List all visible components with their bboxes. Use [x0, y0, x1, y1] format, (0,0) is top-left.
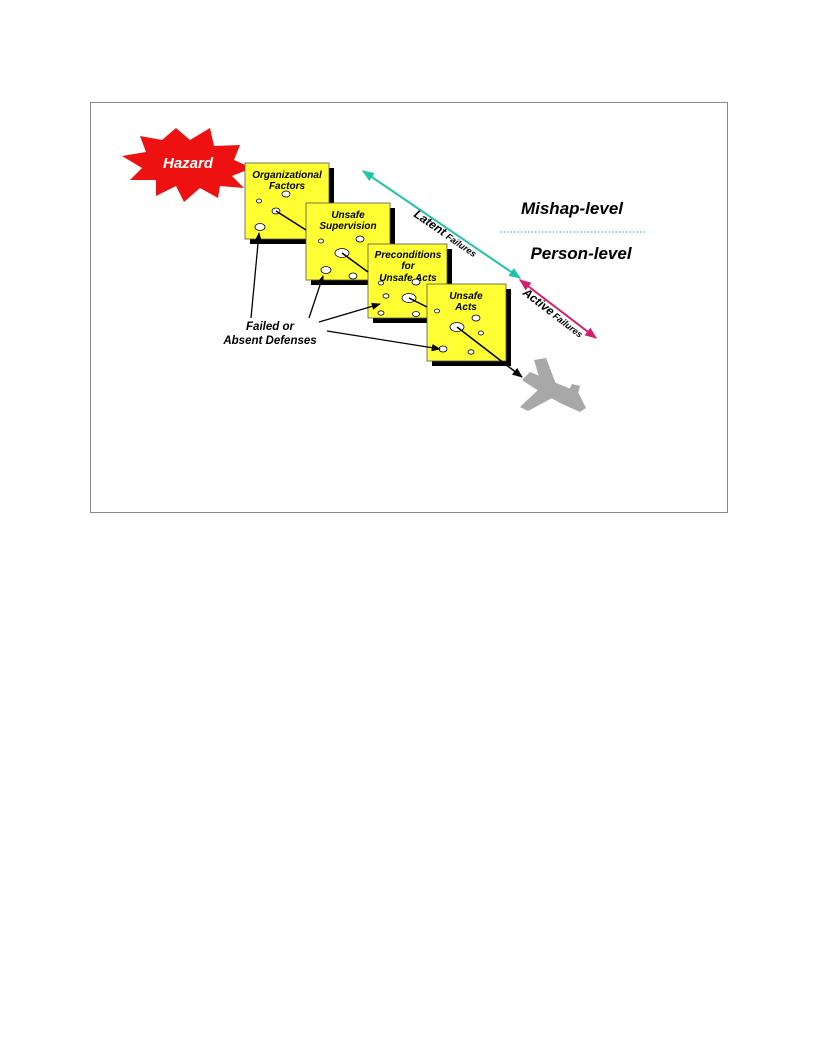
- trajectory-segment: [275, 210, 307, 231]
- latent-arrow: [362, 170, 521, 279]
- hole: [256, 198, 262, 204]
- hole: [377, 310, 385, 316]
- latent-word: Latent: [411, 207, 449, 239]
- aircraft-fuselage: [522, 372, 586, 412]
- slice-label-line: Factors: [269, 181, 306, 192]
- defense-pointer-arrow: [308, 275, 324, 319]
- hole: [318, 238, 324, 244]
- defense-pointer-arrow: [318, 302, 381, 323]
- hazard-burst: Hazard: [122, 128, 252, 202]
- slice-label-line: Unsafe: [449, 291, 483, 302]
- slice-label-line: Preconditions: [375, 250, 442, 261]
- hole: [411, 278, 421, 286]
- slice-label-line: Supervision: [319, 221, 376, 232]
- slice-label-line: Organizational: [252, 170, 322, 181]
- hole: [382, 293, 390, 299]
- slice-label-line: Acts: [454, 302, 477, 313]
- hole: [438, 345, 448, 353]
- aircraft-wing-lower: [520, 390, 556, 411]
- hole: [471, 314, 481, 322]
- slice-label-line: for: [401, 261, 415, 272]
- defense-pointer-arrow: [250, 232, 262, 319]
- hole: [320, 266, 332, 274]
- aircraft-wing-upper: [534, 358, 556, 384]
- hazard-shape: [122, 128, 252, 202]
- hazard-label: Hazard: [163, 155, 214, 172]
- slice-label-line: Unsafe Acts: [379, 273, 437, 284]
- hole: [434, 308, 440, 314]
- hole: [478, 330, 484, 336]
- mishap-level-label: Mishap-level: [521, 199, 624, 218]
- hole: [281, 190, 291, 198]
- active-arrow: [519, 279, 597, 339]
- hole: [378, 280, 384, 286]
- hole: [412, 311, 420, 317]
- hole: [348, 272, 358, 280]
- slice-unsafe-acts: Unsafe Acts: [426, 283, 511, 366]
- defenses-label-line: Absent Defenses: [222, 335, 316, 347]
- person-level-label: Person-level: [530, 244, 632, 263]
- aircraft-tail: [566, 384, 580, 402]
- trajectory-segment: [408, 297, 428, 308]
- defense-pointer-arrow: [326, 330, 441, 352]
- slice-label-line: Unsafe: [331, 210, 365, 221]
- hole: [254, 223, 266, 231]
- active-failures: Active Failures: [519, 279, 597, 340]
- trajectory-arrow: [456, 326, 523, 378]
- level-labels: Mishap-level Person-level: [500, 199, 646, 263]
- aircraft-silhouette-icon: [520, 358, 586, 412]
- defenses-label-line: Failed or: [246, 321, 294, 333]
- defenses-pointers: Failed or Absent Defenses: [222, 232, 441, 352]
- hole: [355, 235, 365, 243]
- hole: [467, 349, 475, 355]
- slice-unsafe-supervision: Unsafe Supervision: [305, 202, 395, 285]
- active-word: Active: [519, 285, 557, 319]
